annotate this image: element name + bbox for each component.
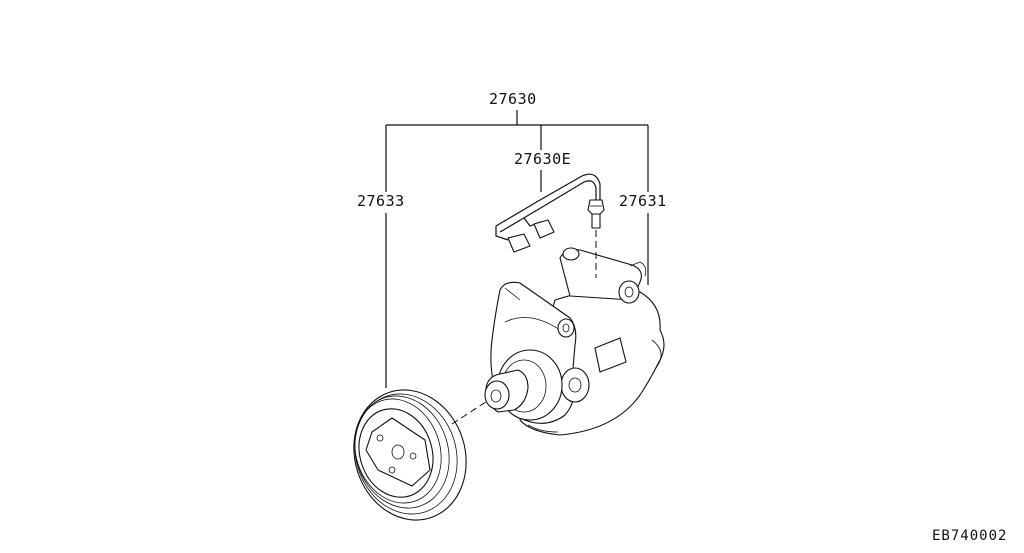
axis-line — [451, 397, 493, 425]
label-27630e: 27630E — [514, 150, 571, 168]
compressor — [484, 247, 665, 436]
label-27633: 27633 — [357, 192, 405, 210]
pulley — [353, 389, 467, 521]
label-27631: 27631 — [619, 192, 667, 210]
figure-code: EB740002 — [932, 528, 1007, 544]
leader-lines — [385, 110, 649, 388]
harness — [495, 173, 605, 253]
label-27630: 27630 — [489, 90, 537, 108]
